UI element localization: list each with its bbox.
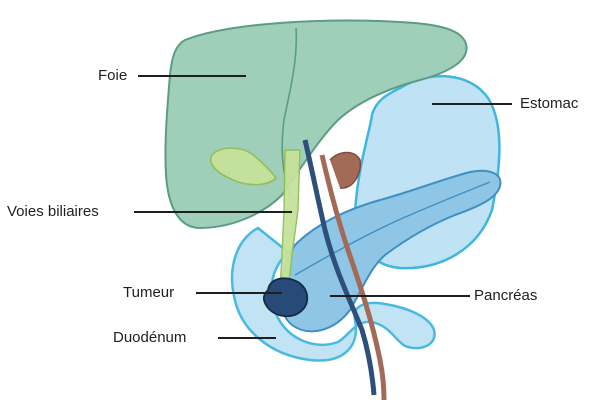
label-duodenum: Duodénum <box>113 329 187 346</box>
label-voies-biliaires: Voies biliaires <box>7 203 99 220</box>
gallbladder-shape <box>209 147 278 186</box>
label-pancreas: Pancréas <box>474 287 538 304</box>
label-estomac: Estomac <box>520 95 579 112</box>
mesenteric-vessel-brown <box>319 154 387 400</box>
portal-vessel-blue <box>302 139 377 396</box>
pancreas-shape <box>279 169 502 333</box>
aorta-branch-brown <box>329 151 361 189</box>
label-tumeur: Tumeur <box>123 284 175 301</box>
pancreatic-duct <box>294 181 491 276</box>
tumor-shape <box>262 277 309 318</box>
label-foie: Foie <box>98 67 128 84</box>
